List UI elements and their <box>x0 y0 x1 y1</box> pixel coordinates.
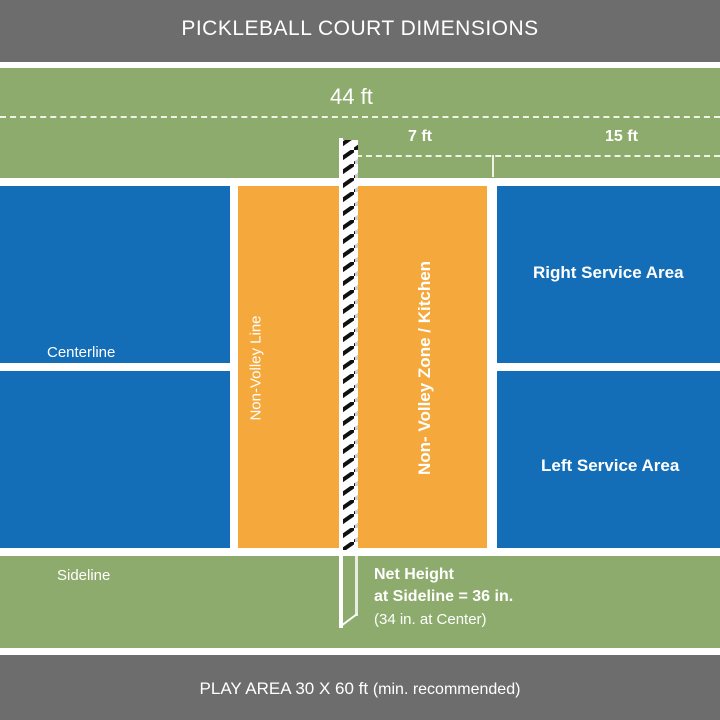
partial-length-line <box>356 155 720 157</box>
dimension-tick <box>492 155 494 177</box>
kitchen-zone <box>238 186 487 548</box>
net-height-line3: (34 in. at Center) <box>374 611 487 628</box>
kitchen-label: Non- Volley Zone / Kitchen <box>415 260 434 476</box>
total-length-label: 44 ft <box>330 84 373 109</box>
footer-bar: PLAY AREA 30 X 60 ft (min. recommended) <box>0 655 720 720</box>
footer-text: PLAY AREA 30 X 60 ft (min. recommended) <box>0 679 720 699</box>
play-area-label: PLAY AREA 30 X 60 ft <box>199 679 369 698</box>
kitchen-length-label: 7 ft <box>408 128 432 145</box>
page-title: PICKLEBALL COURT DIMENSIONS <box>181 17 539 40</box>
net-icon <box>339 138 358 628</box>
sideline-label: Sideline <box>57 567 111 584</box>
net-height-line1: Net Height <box>374 566 454 583</box>
service-length-label: 15 ft <box>605 128 638 145</box>
left-court-top <box>0 186 230 363</box>
top-margin <box>0 68 720 178</box>
left-court-bottom <box>0 371 230 548</box>
net-height-line2: at Sideline = 36 in. <box>374 588 514 605</box>
right-service-area <box>497 186 720 363</box>
bottom-margin <box>0 556 720 648</box>
right-service-label: Right Service Area <box>533 263 684 282</box>
title-bar: PICKLEBALL COURT DIMENSIONS <box>0 0 720 62</box>
non-volley-line-label: Non-Volley Line <box>247 315 265 421</box>
left-service-area <box>497 371 720 548</box>
centerline-label: Centerline <box>47 344 116 361</box>
left-service-label: Left Service Area <box>541 456 680 475</box>
total-length-line <box>0 116 720 118</box>
play-area-note: (min. recommended) <box>372 681 521 698</box>
